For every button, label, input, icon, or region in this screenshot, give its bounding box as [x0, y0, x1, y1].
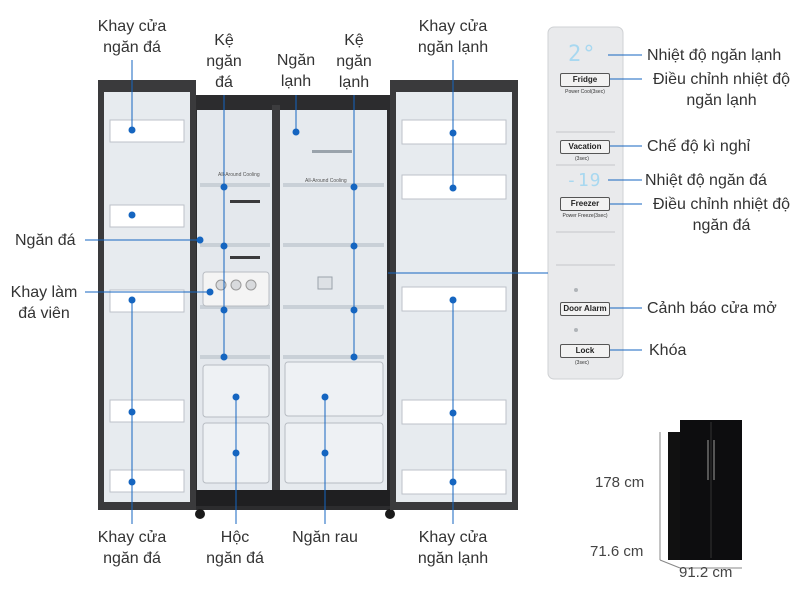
- vacation-button[interactable]: Vacation: [560, 140, 610, 154]
- label-freezer-shelf: Kệ ngăn đá: [206, 32, 242, 91]
- fridge-button-sublabel: Power Cool(3sec): [565, 89, 605, 95]
- fridge-shelf: [283, 355, 384, 359]
- fridge-label-plate: [317, 276, 333, 290]
- freezer-cooling-text: All-Around Cooling: [218, 172, 260, 178]
- label-freezer-drawer: Hộc ngăn đá: [206, 529, 264, 567]
- door-bin: [109, 204, 185, 228]
- panel-indicator: [574, 288, 578, 292]
- callout-dot: [449, 478, 457, 486]
- label-fridge-door-tray-bottom: Khay cửa ngăn lạnh: [417, 529, 489, 567]
- callout-dot: [232, 393, 240, 401]
- label-crisper: Ngăn rau: [292, 529, 358, 546]
- label-fridge-door-tray-top: Khay cửa ngăn lạnh: [417, 18, 489, 56]
- label-freezer-door-tray-top: Khay cửa ngăn đá: [97, 18, 167, 56]
- crisper-drawer: [284, 422, 384, 484]
- callout-dot: [220, 242, 228, 250]
- callout-dot: [196, 236, 204, 244]
- door-bin: [109, 119, 185, 143]
- lock-button[interactable]: Lock: [560, 344, 610, 358]
- dimension-height: 178 cm: [595, 474, 645, 491]
- freezer-shelf: [200, 355, 270, 359]
- callout-dot: [206, 288, 214, 296]
- callout-dot: [128, 408, 136, 416]
- label-freezer-adjust: Điều chỉnh nhiệt độ ngăn đá: [653, 196, 790, 234]
- callout-dot: [350, 183, 358, 191]
- callout-dot: [220, 183, 228, 191]
- callout-dot: [321, 393, 329, 401]
- callout-dot: [128, 478, 136, 486]
- callout-dot: [449, 409, 457, 417]
- lock-button-sublabel: (3sec): [575, 360, 589, 366]
- product-thumbnail-side: [668, 432, 682, 560]
- freezer-temp-display: -19: [566, 170, 602, 191]
- callout-dot: [220, 306, 228, 314]
- callout-dot: [128, 126, 136, 134]
- callout-dot: [321, 449, 329, 457]
- label-fridge-adjust: Điều chỉnh nhiệt độ ngăn lạnh: [653, 71, 790, 109]
- freezer-button-sublabel: Power Freeze(3sec): [562, 213, 608, 219]
- label-freezer-door-tray-bottom: Khay cửa ngăn đá: [97, 529, 167, 567]
- callout-dot: [350, 353, 358, 361]
- freezer-shelf: [200, 305, 270, 309]
- door-alarm-button[interactable]: Door Alarm: [560, 302, 610, 316]
- ice-maker-knob: [245, 279, 257, 291]
- freezer-shelf: [200, 183, 270, 187]
- callout-dot: [350, 242, 358, 250]
- ice-maker-knob: [230, 279, 242, 291]
- fridge-foot: [195, 509, 205, 519]
- label-fridge-shelf: Kệ ngăn lạnh: [336, 32, 372, 91]
- label-fridge-temp: Nhiệt độ ngăn lạnh: [647, 47, 782, 64]
- label-vacation-mode: Chế độ kì nghỉ: [647, 138, 751, 155]
- door-bin: [109, 469, 185, 493]
- label-fridge-compartment: Ngăn lạnh: [276, 52, 316, 90]
- freezer-button[interactable]: Freezer: [560, 197, 610, 211]
- dimension-depth: 71.6 cm: [590, 543, 644, 560]
- fridge-button[interactable]: Fridge: [560, 73, 610, 87]
- fridge-vent: [312, 150, 352, 153]
- callout-dot: [220, 353, 228, 361]
- callout-dot: [232, 449, 240, 457]
- label-ice-tray: Khay làm đá viên: [10, 284, 78, 322]
- fridge-shelf: [283, 183, 384, 187]
- vacation-button-sublabel: (3sec): [575, 156, 589, 162]
- label-freezer-temp: Nhiệt độ ngăn đá: [645, 172, 767, 189]
- fridge-cooling-text: All-Around Cooling: [305, 178, 347, 184]
- label-lock: Khóa: [649, 342, 687, 359]
- callout-dot: [128, 211, 136, 219]
- fridge-base: [192, 490, 392, 506]
- callout-dot: [292, 128, 300, 136]
- callout-dot: [449, 184, 457, 192]
- fridge-temp-display: 2°: [568, 42, 597, 67]
- crisper-drawer: [284, 361, 384, 417]
- callout-dot: [449, 129, 457, 137]
- panel-indicator: [574, 328, 578, 332]
- label-freezer-compartment: Ngăn đá: [15, 232, 76, 249]
- center-divider: [272, 105, 280, 500]
- callout-dot: [128, 296, 136, 304]
- fridge-foot: [385, 509, 395, 519]
- door-bin: [109, 399, 185, 423]
- fridge-shelf: [283, 243, 384, 247]
- product-handle: [707, 440, 709, 480]
- dimension-width: 91.2 cm: [679, 564, 733, 581]
- label-door-alarm: Cảnh báo cửa mở: [647, 300, 777, 317]
- freezer-shelf: [200, 243, 270, 247]
- freezer-vent: [230, 256, 260, 259]
- freezer-vent: [230, 200, 260, 203]
- door-bin: [109, 289, 185, 313]
- fridge-shelf: [283, 305, 384, 309]
- depth-dimension-line: [659, 559, 681, 569]
- callout-dot: [449, 296, 457, 304]
- callout-dot: [350, 306, 358, 314]
- product-handle: [713, 440, 715, 480]
